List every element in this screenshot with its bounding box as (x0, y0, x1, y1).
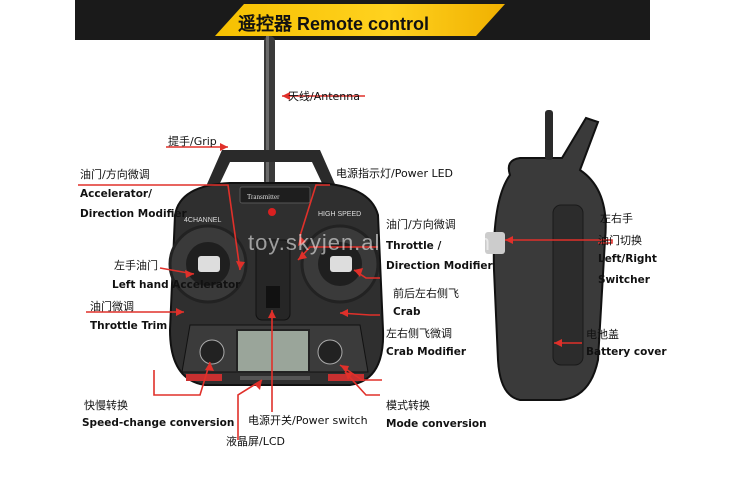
label-throttle-en1: Throttle / (386, 240, 441, 252)
label-throttle-trim-en: Throttle Trim (90, 320, 167, 332)
label-crab-mod-en: Crab Modifier (386, 346, 466, 358)
label-grip: 提手/Grip (168, 133, 217, 149)
speed-button (200, 340, 224, 364)
label-switcher-en2: Switcher (598, 274, 650, 286)
label-accel-cn: 油门/方向微调 (80, 166, 150, 182)
label-power-led: 电源指示灯/Power LED (336, 165, 453, 181)
label-mode-cn: 模式转换 (386, 397, 430, 413)
label-crab-cn: 前后左右侧飞 (393, 285, 459, 301)
label-throttle-cn: 油门/方向微调 (386, 216, 456, 232)
label-speed-cn: 快慢转换 (84, 397, 128, 413)
label-left-hand-cn: 左手油门 (114, 257, 158, 273)
device-channel-text: 4CHANNEL (184, 217, 221, 224)
label-battery-en: Battery cover (586, 346, 667, 358)
power-switch (266, 286, 280, 308)
label-throttle-trim-cn: 油门微调 (90, 298, 134, 314)
label-accel-en2: Direction Modifier (80, 208, 187, 220)
label-mode-en: Mode conversion (386, 418, 487, 430)
antenna (264, 36, 275, 186)
label-battery-cn: 电池盖 (586, 326, 619, 342)
power-led (268, 208, 276, 216)
label-switcher-en1: Left/Right (598, 253, 657, 265)
label-speed-en: Speed-change conversion (82, 417, 234, 429)
label-throttle-en2: Direction Modifier (386, 260, 493, 272)
label-switcher-cn1: 左右手 (600, 210, 633, 226)
label-switcher-cn2: 油门切换 (598, 232, 642, 248)
label-antenna: 天线/Antenna (288, 88, 360, 104)
watermark: toy.skyjen.alibaba.com (248, 230, 491, 256)
label-power-switch: 电源开关/Power switch (248, 412, 368, 428)
label-left-hand-en: Left hand Accelerator (112, 279, 240, 291)
label-lcd: 液晶屏/LCD (226, 433, 285, 449)
mode-button (318, 340, 342, 364)
device-brand-text: Transmitter (247, 193, 280, 201)
label-crab-mod-cn: 左右侧飞微调 (386, 325, 452, 341)
label-accel-en1: Accelerator/ (80, 188, 152, 200)
lcd-screen (237, 330, 309, 372)
device-speed-text: HIGH SPEED (318, 211, 361, 218)
label-crab-en: Crab (393, 306, 421, 318)
